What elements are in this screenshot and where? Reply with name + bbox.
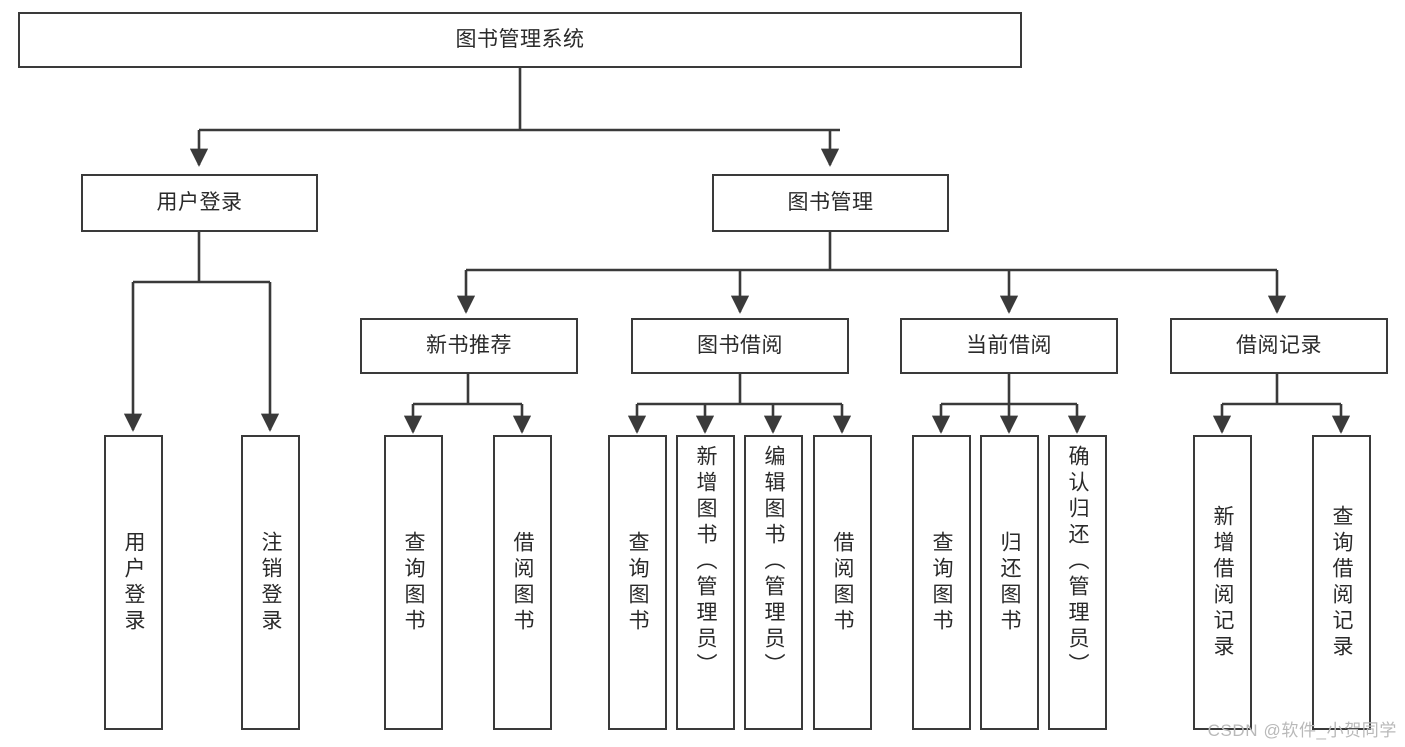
leaf-label: 查询图书 bbox=[626, 530, 649, 635]
leaf-current-confirm-return-admin[interactable]: 确认归还（管理员） bbox=[1048, 435, 1107, 730]
node-book-borrow[interactable]: 图书借阅 bbox=[631, 318, 849, 374]
leaf-label: 查询图书 bbox=[402, 530, 425, 635]
leaf-label: 借阅图书 bbox=[831, 530, 854, 635]
node-book-management[interactable]: 图书管理 bbox=[712, 174, 949, 232]
leaf-label: 确认归还（管理员） bbox=[1066, 445, 1089, 679]
leaf-borrow-edit-book-admin[interactable]: 编辑图书（管理员） bbox=[744, 435, 803, 730]
leaf-label: 新增图书（管理员） bbox=[694, 445, 717, 679]
leaf-borrow-add-book-admin[interactable]: 新增图书（管理员） bbox=[676, 435, 735, 730]
watermark: CSDN @软件_小贺同学 bbox=[1207, 721, 1397, 740]
leaf-borrow-query-book[interactable]: 查询图书 bbox=[608, 435, 667, 730]
leaf-label: 归还图书 bbox=[998, 530, 1021, 635]
leaf-label: 编辑图书（管理员） bbox=[762, 445, 785, 679]
leaf-record-query-record[interactable]: 查询借阅记录 bbox=[1312, 435, 1371, 730]
leaf-label: 新增借阅记录 bbox=[1211, 504, 1234, 661]
node-user-login[interactable]: 用户登录 bbox=[81, 174, 318, 232]
node-root[interactable]: 图书管理系统 bbox=[18, 12, 1022, 68]
leaf-user-login-signout[interactable]: 注销登录 bbox=[241, 435, 300, 730]
leaf-label: 用户登录 bbox=[122, 530, 145, 635]
leaf-label: 借阅图书 bbox=[511, 530, 534, 635]
leaf-recommend-query-book[interactable]: 查询图书 bbox=[384, 435, 443, 730]
leaf-current-return-book[interactable]: 归还图书 bbox=[980, 435, 1039, 730]
leaf-current-query-book[interactable]: 查询图书 bbox=[912, 435, 971, 730]
leaf-label: 查询图书 bbox=[930, 530, 953, 635]
leaf-user-login-signin[interactable]: 用户登录 bbox=[104, 435, 163, 730]
leaf-label: 查询借阅记录 bbox=[1330, 504, 1353, 661]
leaf-borrow-borrow-book[interactable]: 借阅图书 bbox=[813, 435, 872, 730]
node-current-borrow[interactable]: 当前借阅 bbox=[900, 318, 1118, 374]
node-new-book-recommend[interactable]: 新书推荐 bbox=[360, 318, 578, 374]
leaf-label: 注销登录 bbox=[259, 530, 282, 635]
leaf-recommend-borrow-book[interactable]: 借阅图书 bbox=[493, 435, 552, 730]
leaf-record-add-record[interactable]: 新增借阅记录 bbox=[1193, 435, 1252, 730]
node-borrow-record[interactable]: 借阅记录 bbox=[1170, 318, 1388, 374]
